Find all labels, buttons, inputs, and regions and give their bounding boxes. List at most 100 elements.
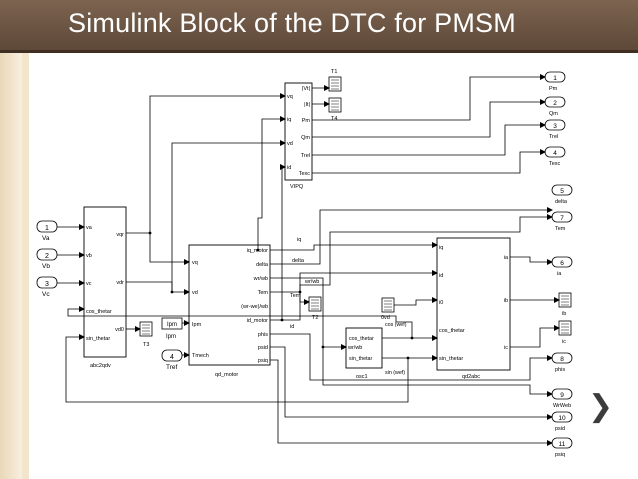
abc2qdv-block[interactable]: va vb vc cos_thetar sin_thetar vqr vdr v… bbox=[83, 206, 127, 369]
outport-delta-number: 5 bbox=[560, 188, 564, 195]
abc2qdv-in-vb: vb bbox=[86, 253, 92, 259]
display-t1[interactable]: T1 bbox=[328, 69, 342, 92]
inport-vc[interactable]: 3 Vc bbox=[36, 276, 58, 298]
inport-tref-label: Tref bbox=[166, 364, 178, 371]
outport-tem-label: Tem bbox=[555, 226, 566, 232]
qd-motor-block[interactable]: vq vd Ipm Tmech iq_motor delta wr/wb Tem… bbox=[188, 244, 271, 378]
slide-title: Simulink Block of the DTC for PMSM bbox=[68, 8, 516, 38]
vipq-in-vq: vq bbox=[287, 94, 293, 100]
outport-ia-number: 6 bbox=[560, 260, 564, 267]
outport-trel[interactable]: 3 Trel bbox=[544, 119, 566, 140]
vipq-in-id: id bbox=[287, 165, 291, 171]
display-t4-label: T4 bbox=[331, 116, 337, 122]
inport-va[interactable]: 1 Va bbox=[36, 220, 58, 242]
vipq-out-qm: Qm bbox=[301, 135, 310, 141]
inport-va-number: 1 bbox=[45, 225, 49, 232]
display-0vd[interactable]: 0vd bbox=[381, 297, 395, 321]
display-ic[interactable]: ic bbox=[558, 320, 572, 345]
abc2qdv-out-vqr: vqr bbox=[116, 232, 124, 238]
qd2abc-block[interactable]: iq id i0 cos_thetar sin_thetar ia ib ic … bbox=[436, 237, 511, 380]
osc-out-sin: sin_thetar bbox=[349, 356, 372, 362]
outport-qm[interactable]: 2 Qm bbox=[544, 96, 566, 117]
qd-motor-out-tem: Tem bbox=[258, 290, 269, 296]
vipq-out-trel: Trel bbox=[301, 153, 310, 159]
outport-phis[interactable]: 8 phis bbox=[551, 352, 573, 373]
osc-name: osc1 bbox=[356, 374, 368, 380]
ipm-value: Ipm bbox=[167, 322, 177, 328]
outport-texc-label: Texc bbox=[549, 161, 561, 167]
outport-phis-number: 8 bbox=[560, 356, 564, 363]
vipq-name: VIPQ bbox=[290, 184, 304, 190]
outport-qm-label: Qm bbox=[549, 111, 558, 117]
title-bar: Simulink Block of the DTC for PMSM bbox=[0, 0, 638, 53]
inport-va-label: Va bbox=[42, 235, 50, 242]
display-t4[interactable]: T4 bbox=[328, 97, 342, 122]
vipq-out-texc: Texc bbox=[299, 171, 311, 177]
qd2abc-out-ic: ic bbox=[504, 345, 508, 351]
osc-block[interactable]: wr/wb cos_thetar sin_thetar osc1 cos (we… bbox=[345, 322, 407, 380]
outport-delta-label: delta bbox=[555, 199, 568, 205]
abc2qdv-in-sin: sin_thetar bbox=[86, 336, 110, 342]
osc-out-cos: cos_thetar bbox=[349, 336, 374, 342]
outport-pm-number: 1 bbox=[553, 75, 557, 82]
inport-vc-label: Vc bbox=[42, 291, 50, 298]
osc-top-label: cos (wef) bbox=[385, 322, 407, 328]
vipq-out-vt: |Vt| bbox=[302, 86, 310, 92]
qd-motor-name: qd_motor bbox=[215, 372, 238, 378]
osc-in-wrwb: wr/wb bbox=[347, 345, 362, 351]
display-t2-label: T2 bbox=[312, 315, 318, 321]
inport-vb-label: Vb bbox=[42, 263, 50, 270]
vipq-out-pm: Pm bbox=[302, 118, 311, 124]
chevron-right-icon[interactable]: ❯ bbox=[588, 389, 614, 424]
outport-psiq[interactable]: 11 psiq bbox=[551, 437, 573, 458]
outport-psiq-number: 11 bbox=[559, 441, 566, 448]
abc2qdv-in-va: va bbox=[86, 225, 93, 231]
qd2abc-in-i0: i0 bbox=[439, 300, 443, 306]
qd2abc-in-iq: iq bbox=[439, 245, 443, 251]
inport-tref[interactable]: 4 Tref bbox=[161, 349, 183, 371]
qd-motor-out-wrwe: (wr-we)/wb bbox=[241, 304, 268, 310]
inport-vc-number: 3 bbox=[45, 281, 49, 288]
outport-delta[interactable]: 5 delta bbox=[551, 184, 573, 205]
outport-wrweb[interactable]: 9 WrWeb bbox=[551, 388, 573, 409]
outport-tem-number: 7 bbox=[560, 215, 564, 222]
left-decor-bar bbox=[0, 53, 22, 479]
qd2abc-in-cos: cos_thetar bbox=[439, 328, 465, 334]
display-t3[interactable]: T3 bbox=[139, 321, 153, 348]
vipq-in-vd: vd bbox=[287, 141, 293, 147]
qd-motor-out-psid: psid bbox=[258, 345, 268, 351]
abc2qdv-name: abc2qdv bbox=[90, 363, 111, 369]
outport-texc[interactable]: 4 Texc bbox=[544, 146, 566, 167]
outport-psiq-label: psiq bbox=[555, 452, 565, 458]
qd2abc-name: qd2abc bbox=[462, 374, 480, 380]
qd2abc-out-ib: ib bbox=[504, 298, 508, 304]
vipq-block[interactable]: vq iq vd id |Vt| |It| Pm Qm Trel Texc VI… bbox=[284, 82, 313, 190]
signal-label-tem: Tem bbox=[290, 293, 301, 299]
display-0vd-label: 0vd bbox=[381, 315, 390, 321]
outport-trel-number: 3 bbox=[553, 123, 557, 130]
qd2abc-in-sin: sin_thetar bbox=[439, 356, 463, 362]
outport-psid[interactable]: 10 psid bbox=[551, 411, 573, 432]
inport-vb[interactable]: 2 Vb bbox=[36, 248, 58, 270]
wire-junctions bbox=[148, 231, 414, 360]
qd-motor-out-id: id_motor bbox=[247, 318, 269, 324]
signal-wires bbox=[57, 74, 560, 446]
outport-pm[interactable]: 1 Pm bbox=[544, 71, 566, 92]
inport-vb-number: 2 bbox=[45, 253, 49, 260]
display-t2[interactable]: T2 bbox=[308, 296, 322, 321]
abc2qdv-in-vc: vc bbox=[86, 281, 92, 287]
vipq-in-iq: iq bbox=[287, 117, 291, 123]
ipm-constant[interactable]: Ipm Ipm bbox=[161, 317, 183, 340]
qd-motor-in-tmech: Tmech bbox=[192, 353, 209, 359]
display-ib[interactable]: ib bbox=[558, 292, 572, 317]
signal-label-delta: delta bbox=[292, 258, 305, 264]
qd2abc-in-id: id bbox=[439, 273, 443, 279]
outport-ia[interactable]: 6 ia bbox=[551, 256, 573, 277]
ipm-label: Ipm bbox=[166, 334, 176, 340]
outport-pm-label: Pm bbox=[549, 86, 558, 92]
display-t1-label: T1 bbox=[331, 69, 337, 75]
inport-tref-number: 4 bbox=[170, 354, 174, 361]
outport-tem[interactable]: 7 Tem bbox=[551, 211, 573, 232]
signal-label-id: id bbox=[290, 324, 294, 330]
outport-qm-number: 2 bbox=[553, 100, 557, 107]
